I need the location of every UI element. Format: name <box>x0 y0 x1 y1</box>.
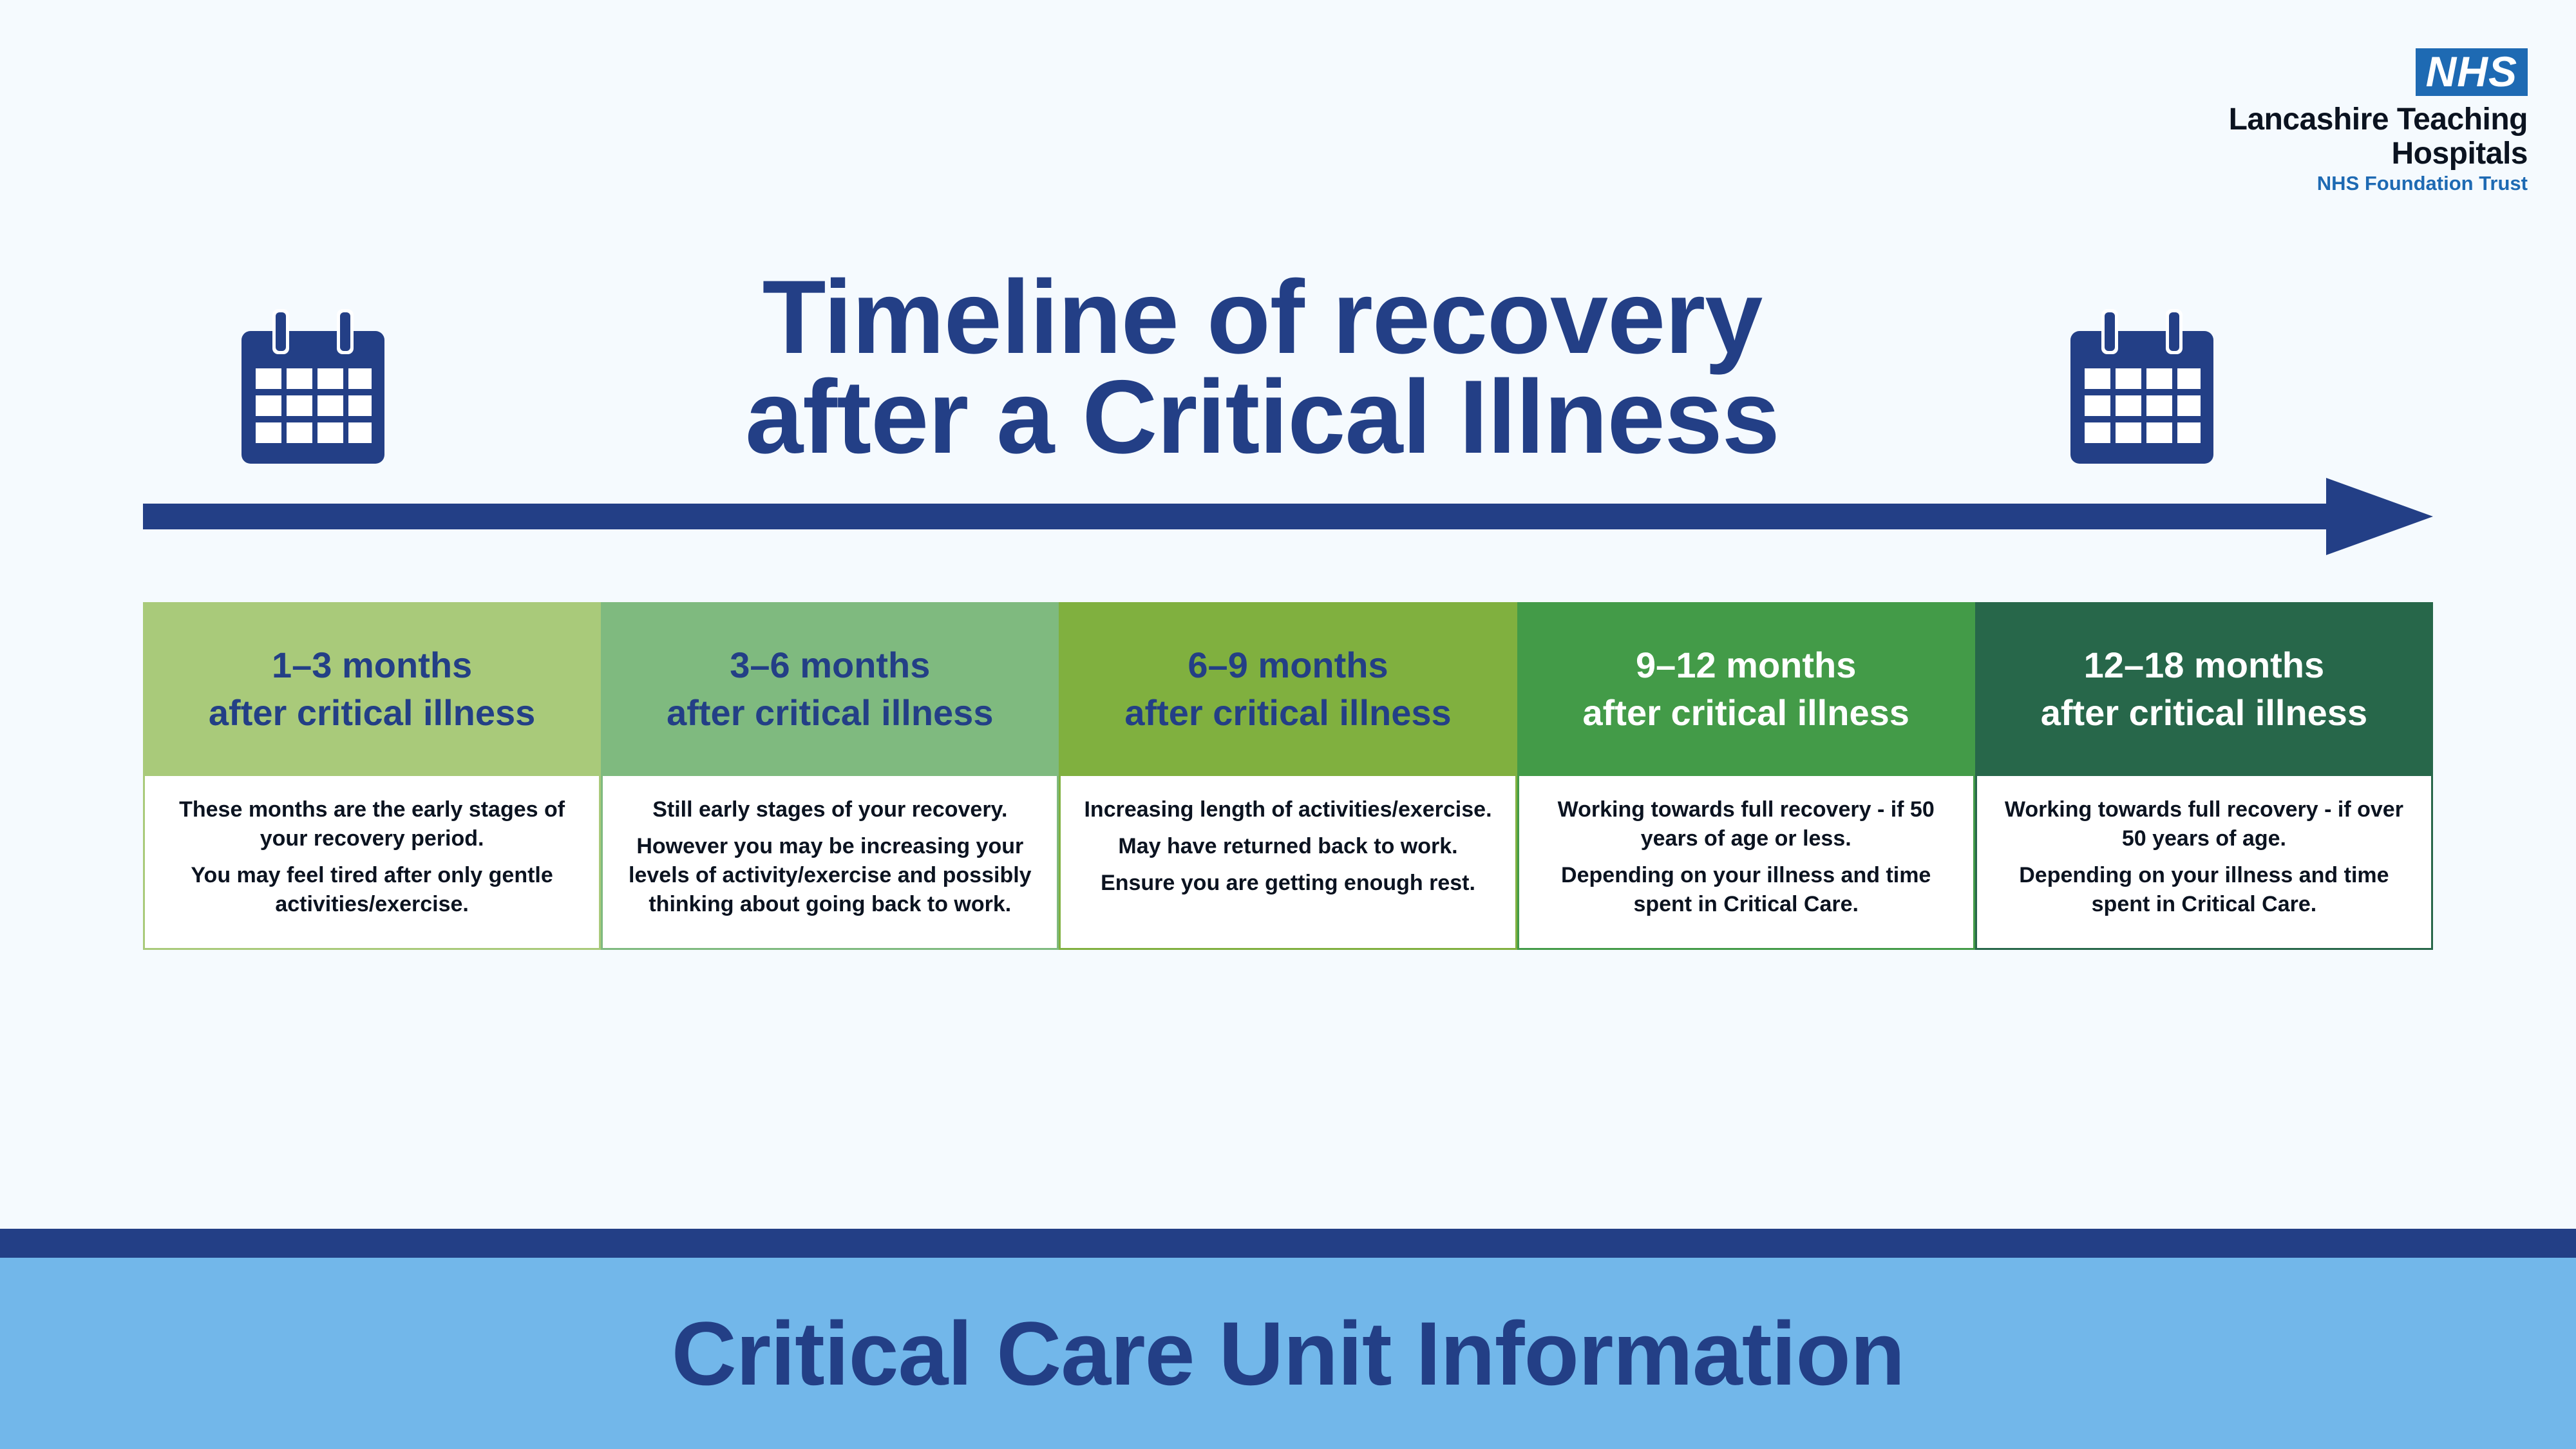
stage-text: Working towards full recovery - if over … <box>2004 797 2403 851</box>
stage-text: These months are the early stages of you… <box>179 797 565 851</box>
org-name: Lancashire Teaching Hospitals <box>2229 102 2528 171</box>
stage-description: Working towards full recovery - if 50 ye… <box>1517 776 1975 950</box>
title-line2: after a Critical Illness <box>745 359 1780 475</box>
stage-text: Working towards full recovery - if 50 ye… <box>1557 797 1935 851</box>
stage-header: 3–6 months after critical illness <box>601 602 1059 776</box>
stage-subtitle: after critical illness <box>1582 692 1909 733</box>
stage-1-3-months: 1–3 months after critical illness These … <box>143 602 601 950</box>
stage-header: 9–12 months after critical illness <box>1517 602 1975 776</box>
stage-period: 6–9 months <box>1188 645 1388 685</box>
recovery-stages: 1–3 months after critical illness These … <box>143 602 2434 950</box>
stage-header: 12–18 months after critical illness <box>1975 602 2434 776</box>
calendar-icon <box>242 309 384 464</box>
stage-description: These months are the early stages of you… <box>143 776 601 950</box>
stage-description: Still early stages of your recovery. How… <box>601 776 1059 950</box>
stage-text: Still early stages of your recovery. <box>652 797 1008 822</box>
stage-subtitle: after critical illness <box>2040 692 2368 733</box>
org-name-line1: Lancashire Teaching <box>2228 102 2528 137</box>
calendar-icon <box>2070 309 2213 464</box>
footer-title: Critical Care Unit Information <box>671 1302 1906 1404</box>
calendar-icon-right-svg <box>2070 309 2213 464</box>
stage-12-18-months: 12–18 months after critical illness Work… <box>1975 602 2434 950</box>
stage-3-6-months: 3–6 months after critical illness Still … <box>601 602 1059 950</box>
stage-text: Depending on your illness and time spent… <box>2019 863 2389 916</box>
timeline-arrow <box>143 478 2436 555</box>
stage-header: 6–9 months after critical illness <box>1059 602 1517 776</box>
stage-9-12-months: 9–12 months after critical illness Worki… <box>1517 602 1975 950</box>
stage-text: Depending on your illness and time spent… <box>1561 863 1931 916</box>
stage-header: 1–3 months after critical illness <box>143 602 601 776</box>
stage-period: 1–3 months <box>272 645 473 685</box>
stage-subtitle: after critical illness <box>208 692 536 733</box>
stage-period: 9–12 months <box>1636 645 1857 685</box>
stage-6-9-months: 6–9 months after critical illness Increa… <box>1059 602 1517 950</box>
timeline-arrow-svg <box>143 478 2433 555</box>
page-title: Timeline of recovery after a Critical Il… <box>386 265 2138 469</box>
stage-subtitle: after critical illness <box>667 692 994 733</box>
stage-period: 12–18 months <box>2083 645 2325 685</box>
stage-description: Working towards full recovery - if over … <box>1975 776 2434 950</box>
footer-banner: Critical Care Unit Information <box>0 1258 2576 1449</box>
stage-text: Increasing length of activities/exercise… <box>1084 797 1492 822</box>
stage-subtitle: after critical illness <box>1124 692 1452 733</box>
nhs-logo: NHS Lancashire Teaching Hospitals NHS Fo… <box>2229 48 2528 195</box>
stage-text: May have returned back to work. <box>1118 834 1458 858</box>
org-name-line2: Hospitals <box>2391 137 2528 171</box>
org-subtitle: NHS Foundation Trust <box>2316 172 2528 194</box>
stage-text: Ensure you are getting enough rest. <box>1101 871 1475 895</box>
title-line1: Timeline of recovery <box>762 259 1763 375</box>
nhs-wordmark: NHS <box>2415 48 2528 96</box>
calendar-icon-left-svg <box>242 309 384 464</box>
stage-text: You may feel tired after only gentle act… <box>191 863 553 916</box>
stage-period: 3–6 months <box>730 645 931 685</box>
footer-stripe <box>0 1229 2576 1258</box>
stage-text: However you may be increasing your level… <box>629 834 1032 916</box>
stage-description: Increasing length of activities/exercise… <box>1059 776 1517 950</box>
